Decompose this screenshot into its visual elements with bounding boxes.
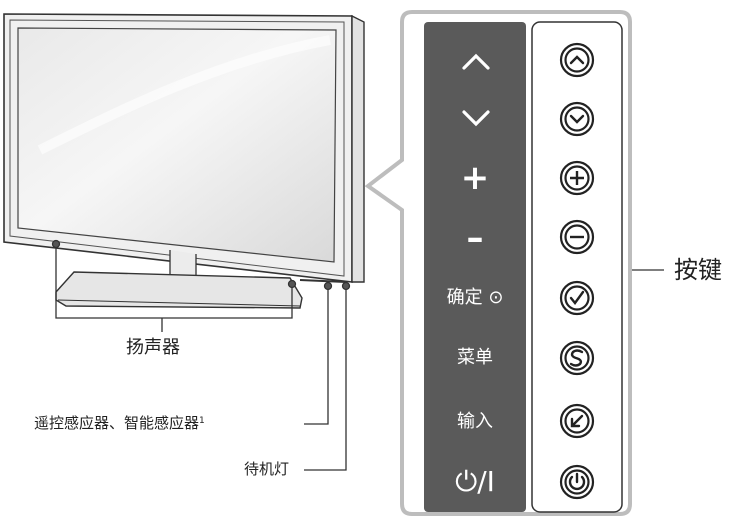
- button-column: [531, 21, 623, 513]
- dark-key-panel: [424, 22, 526, 512]
- panel-ok-text: 确定: [446, 287, 483, 308]
- ok-button[interactable]: [559, 280, 595, 316]
- sensors-text: 遥控感应器、智能感应器: [34, 414, 200, 432]
- back-button[interactable]: [559, 403, 595, 439]
- settings-s-icon: [569, 349, 584, 367]
- buttons-label: 按键: [674, 256, 722, 284]
- plus-icon: [570, 171, 584, 185]
- panel-menu-label: 菜单: [457, 347, 493, 368]
- tv-illustration: [3, 13, 365, 309]
- check-icon: [569, 290, 585, 305]
- panel-up-chevron: [462, 53, 490, 70]
- panel-power-label: ⏻/I: [455, 465, 495, 498]
- speaker-label: 扬声器: [126, 337, 180, 358]
- panel-ok-label: 确定 ⊙: [424, 286, 526, 310]
- sensors-footnote: 1: [199, 416, 205, 426]
- panel-plus-label: +: [460, 158, 490, 198]
- up-button[interactable]: [559, 42, 595, 78]
- panel-ok-dot: ⊙: [488, 287, 504, 308]
- power-icon: [568, 475, 586, 491]
- panel-input-label: 输入: [457, 411, 493, 432]
- minus-button[interactable]: [559, 219, 595, 255]
- settings-button[interactable]: [559, 340, 595, 376]
- down-button[interactable]: [559, 101, 595, 137]
- plus-button[interactable]: [559, 160, 595, 196]
- back-arrow-icon: [570, 414, 584, 428]
- panel-minus-label: –: [466, 218, 484, 258]
- chevron-down-icon: [569, 114, 585, 124]
- power-button[interactable]: [559, 464, 595, 500]
- sensors-label: 遥控感应器、智能感应器1: [34, 412, 205, 434]
- standby-label: 待机灯: [244, 460, 290, 478]
- chevron-up-icon: [569, 55, 585, 65]
- panel-down-chevron: [462, 110, 490, 127]
